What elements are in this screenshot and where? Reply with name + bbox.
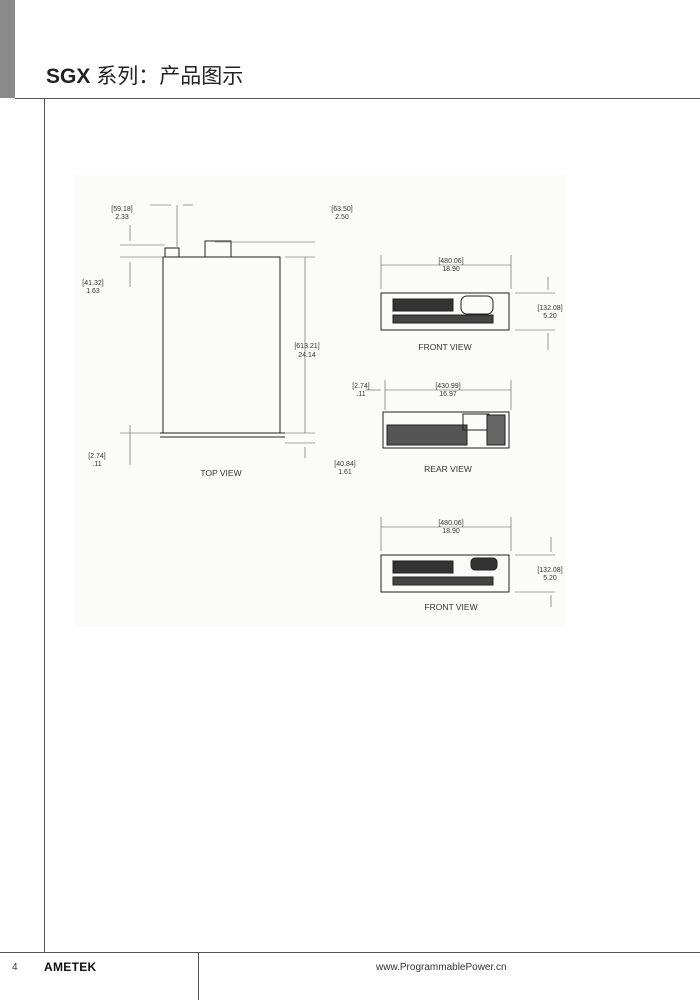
dim-label: 5.20 [543,313,557,320]
header-accent-bar [0,0,15,98]
view-label: REAR VIEW [424,464,472,474]
dim-label: [480.06] [438,258,463,265]
view-label: TOP VIEW [200,468,241,478]
dim-label: [132.08] [537,567,562,574]
dim-label: .11 [356,391,365,398]
dim-label: 1.63 [86,288,100,295]
dim-label: [40.84] [334,461,355,468]
footer-divider [0,952,700,953]
dim-label: [480.06] [438,520,463,527]
dim-label: [430.99] [435,383,460,390]
dim-label: .11 [92,461,101,468]
page-number: 4 [12,962,18,973]
view-label: FRONT VIEW [424,602,477,612]
dim-label: 5.20 [543,575,557,582]
dim-label: 18.90 [442,266,460,273]
footer-url[interactable]: www.ProgrammablePower.cn [376,962,507,973]
dim-label: 2.50 [335,214,349,221]
dim-label: [132.08] [537,305,562,312]
dim-label: [41.32] [82,280,103,287]
dimension-drawing: [59.18] 2.33 [63.50] 2.50 [41.32] 1.63 [… [75,175,565,627]
dim-label: [63.50] [331,206,352,213]
footer-separator [198,952,199,1000]
page-title: SGX 系列：产品图示 [46,65,244,88]
dim-label: 16.97 [439,391,457,398]
margin-line [44,98,45,953]
front-view-2-drawing [380,517,555,607]
top-view-drawing [120,204,315,465]
top-view-labels: [59.18] 2.33 [63.50] 2.50 [41.32] 1.63 [… [82,206,355,478]
dim-label: 24.14 [298,352,316,359]
dim-label: 2.33 [115,214,129,221]
dim-label: 18.90 [442,528,460,535]
dim-label: 1.61 [338,469,352,476]
dim-label: [2.74] [88,453,106,460]
dim-label: [613.21] [294,343,319,350]
dim-label: [2.74] [352,383,370,390]
ametek-logo: AMETEK [44,960,97,974]
rear-view-drawing [365,380,512,449]
view-label: FRONT VIEW [418,342,471,352]
dim-label: [59.18] [111,206,132,213]
header-divider [15,98,700,99]
front-view-1-drawing [380,255,555,350]
